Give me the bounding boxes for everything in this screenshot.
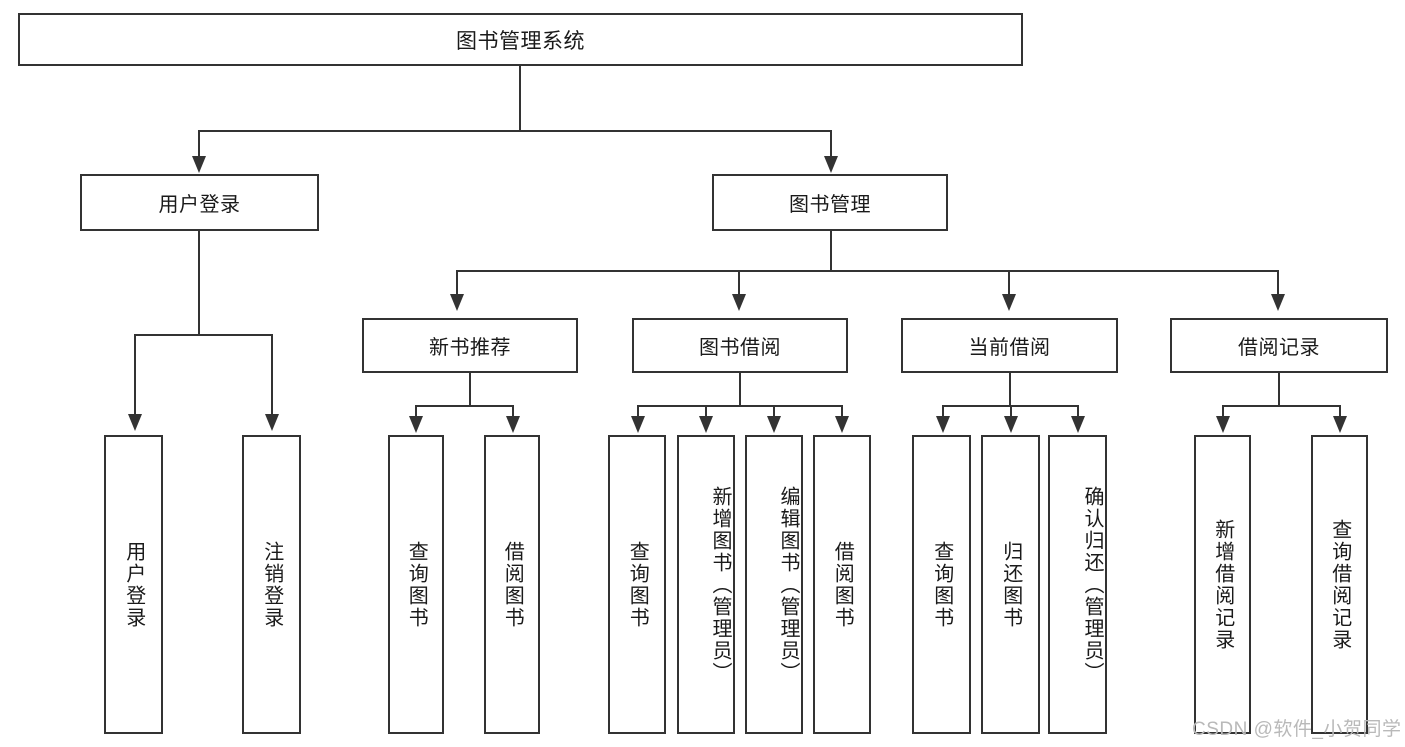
edge-root-drop-left [198, 130, 200, 158]
edge-userlogin-drop-2 [271, 334, 273, 416]
leaf-user-login[interactable]: 用户登录 [104, 435, 163, 734]
arrow-bookborrow-leaf-3 [767, 416, 781, 433]
arrow-bookborrow-leaf-2 [699, 416, 713, 433]
arrow-newbook-leaf-2 [506, 416, 520, 433]
node-new-book-recommend[interactable]: 新书推荐 [362, 318, 578, 373]
leaf-logout[interactable]: 注销登录 [242, 435, 301, 734]
edge-root-stem [519, 66, 521, 131]
edge-root-bus [198, 130, 832, 132]
csdn-watermark: CSDN @软件_小贺同学 [1192, 719, 1402, 740]
edge-userlogin-drop-1 [134, 334, 136, 416]
edge-root-drop-right [830, 130, 832, 158]
arrow-to-user-login-leaf [128, 414, 142, 431]
leaf-query-book-borrow[interactable]: 查询图书 [608, 435, 666, 734]
node-user-login[interactable]: 用户登录 [80, 174, 319, 231]
edge-currentborrow-drop-2 [1010, 405, 1012, 418]
edge-bookmanage-drop-1 [456, 270, 458, 296]
leaf-query-borrow-record[interactable]: 查询借阅记录 [1311, 435, 1368, 734]
edge-newbook-bus [415, 405, 513, 407]
edge-bookmanage-drop-4 [1277, 270, 1279, 296]
node-current-borrow[interactable]: 当前借阅 [901, 318, 1118, 373]
arrow-to-current-borrow [1002, 294, 1016, 311]
edge-borrowrecord-stem [1278, 373, 1280, 407]
edge-currentborrow-drop-3 [1077, 405, 1079, 418]
edge-borrowrecord-bus [1222, 405, 1340, 407]
edge-bookborrow-drop-2 [705, 405, 707, 418]
arrow-newbook-leaf-1 [409, 416, 423, 433]
leaf-add-book-admin[interactable]: 新增图书（管理员） [677, 435, 735, 734]
arrow-to-borrow-record [1271, 294, 1285, 311]
arrow-currentborrow-leaf-3 [1071, 416, 1085, 433]
node-book-manage[interactable]: 图书管理 [712, 174, 948, 231]
arrow-bookborrow-leaf-4 [835, 416, 849, 433]
leaf-add-borrow-record[interactable]: 新增借阅记录 [1194, 435, 1251, 734]
edge-bookmanage-stem [830, 231, 832, 272]
edge-bookmanage-drop-3 [1008, 270, 1010, 296]
node-root-system[interactable]: 图书管理系统 [18, 13, 1023, 66]
arrow-borrowrecord-leaf-2 [1333, 416, 1347, 433]
leaf-query-book-current[interactable]: 查询图书 [912, 435, 971, 734]
edge-userlogin-bus [134, 334, 272, 336]
arrow-currentborrow-leaf-2 [1004, 416, 1018, 433]
edge-borrowrecord-drop-1 [1222, 405, 1224, 418]
arrow-to-new-book [450, 294, 464, 311]
edge-bookborrow-drop-1 [637, 405, 639, 418]
leaf-confirm-return-admin[interactable]: 确认归还（管理员） [1048, 435, 1107, 734]
leaf-borrow-book-recommend[interactable]: 借阅图书 [484, 435, 540, 734]
edge-currentborrow-stem [1009, 373, 1011, 407]
leaf-return-book[interactable]: 归还图书 [981, 435, 1040, 734]
leaf-edit-book-admin[interactable]: 编辑图书（管理员） [745, 435, 803, 734]
arrow-to-book-borrow [732, 294, 746, 311]
edge-newbook-stem [469, 373, 471, 407]
node-book-borrow[interactable]: 图书借阅 [632, 318, 848, 373]
edge-bookmanage-drop-2 [738, 270, 740, 296]
edge-newbook-drop-1 [415, 405, 417, 418]
leaf-borrow-book[interactable]: 借阅图书 [813, 435, 871, 734]
edge-bookborrow-stem [739, 373, 741, 407]
arrow-to-user-login [192, 156, 206, 173]
arrow-to-logout-leaf [265, 414, 279, 431]
edge-userlogin-stem [198, 231, 200, 336]
edge-newbook-drop-2 [512, 405, 514, 418]
edge-bookborrow-drop-3 [773, 405, 775, 418]
node-borrow-record[interactable]: 借阅记录 [1170, 318, 1388, 373]
arrow-currentborrow-leaf-1 [936, 416, 950, 433]
edge-bookborrow-drop-4 [841, 405, 843, 418]
edge-bookborrow-bus [637, 405, 842, 407]
leaf-query-book-recommend[interactable]: 查询图书 [388, 435, 444, 734]
arrow-to-book-manage [824, 156, 838, 173]
edge-currentborrow-drop-1 [942, 405, 944, 418]
edge-bookmanage-bus [456, 270, 1278, 272]
edge-borrowrecord-drop-2 [1339, 405, 1341, 418]
arrow-borrowrecord-leaf-1 [1216, 416, 1230, 433]
arrow-bookborrow-leaf-1 [631, 416, 645, 433]
